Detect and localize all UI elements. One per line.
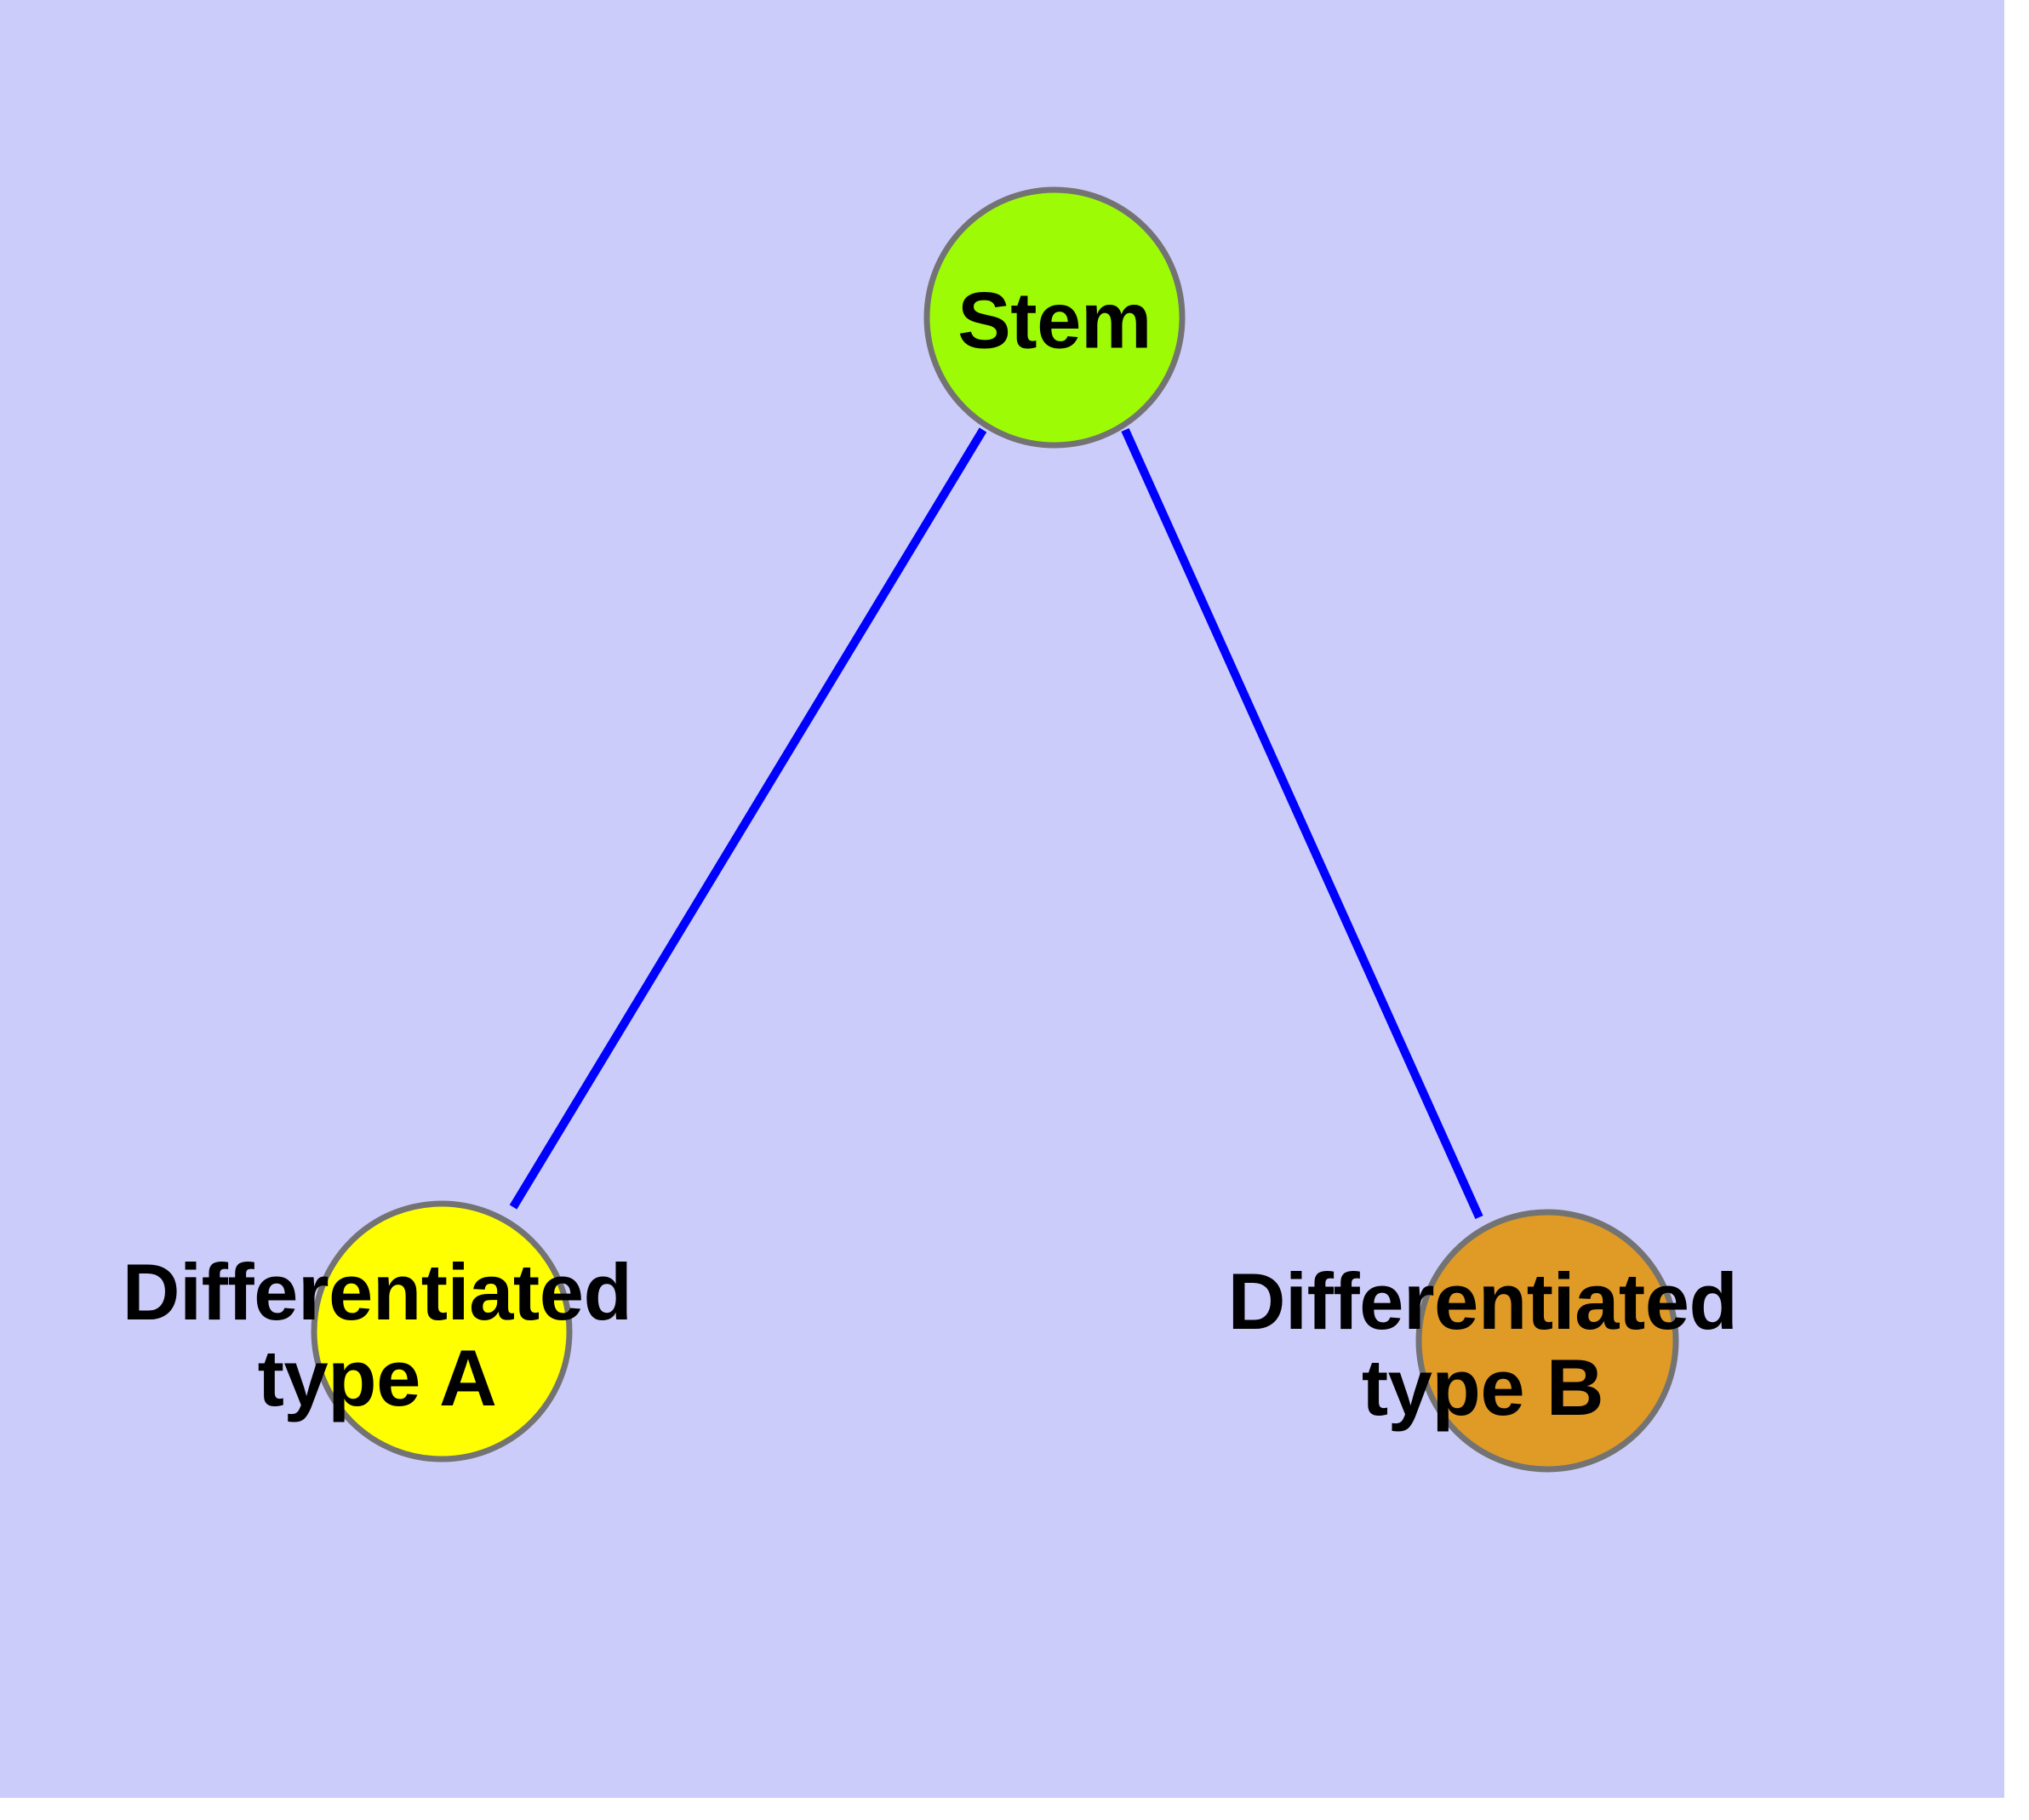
node-layer: [311, 186, 1679, 1473]
node-differentiated-type-a[interactable]: [311, 1200, 573, 1462]
edge-layer: [509, 427, 1483, 1220]
node-differentiated-type-b[interactable]: [1415, 1209, 1679, 1473]
edge-stem-to-differentiated-type-b[interactable]: [1121, 427, 1483, 1220]
node-stem[interactable]: [923, 186, 1186, 449]
edge-stem-to-differentiated-type-a[interactable]: [509, 427, 987, 1210]
